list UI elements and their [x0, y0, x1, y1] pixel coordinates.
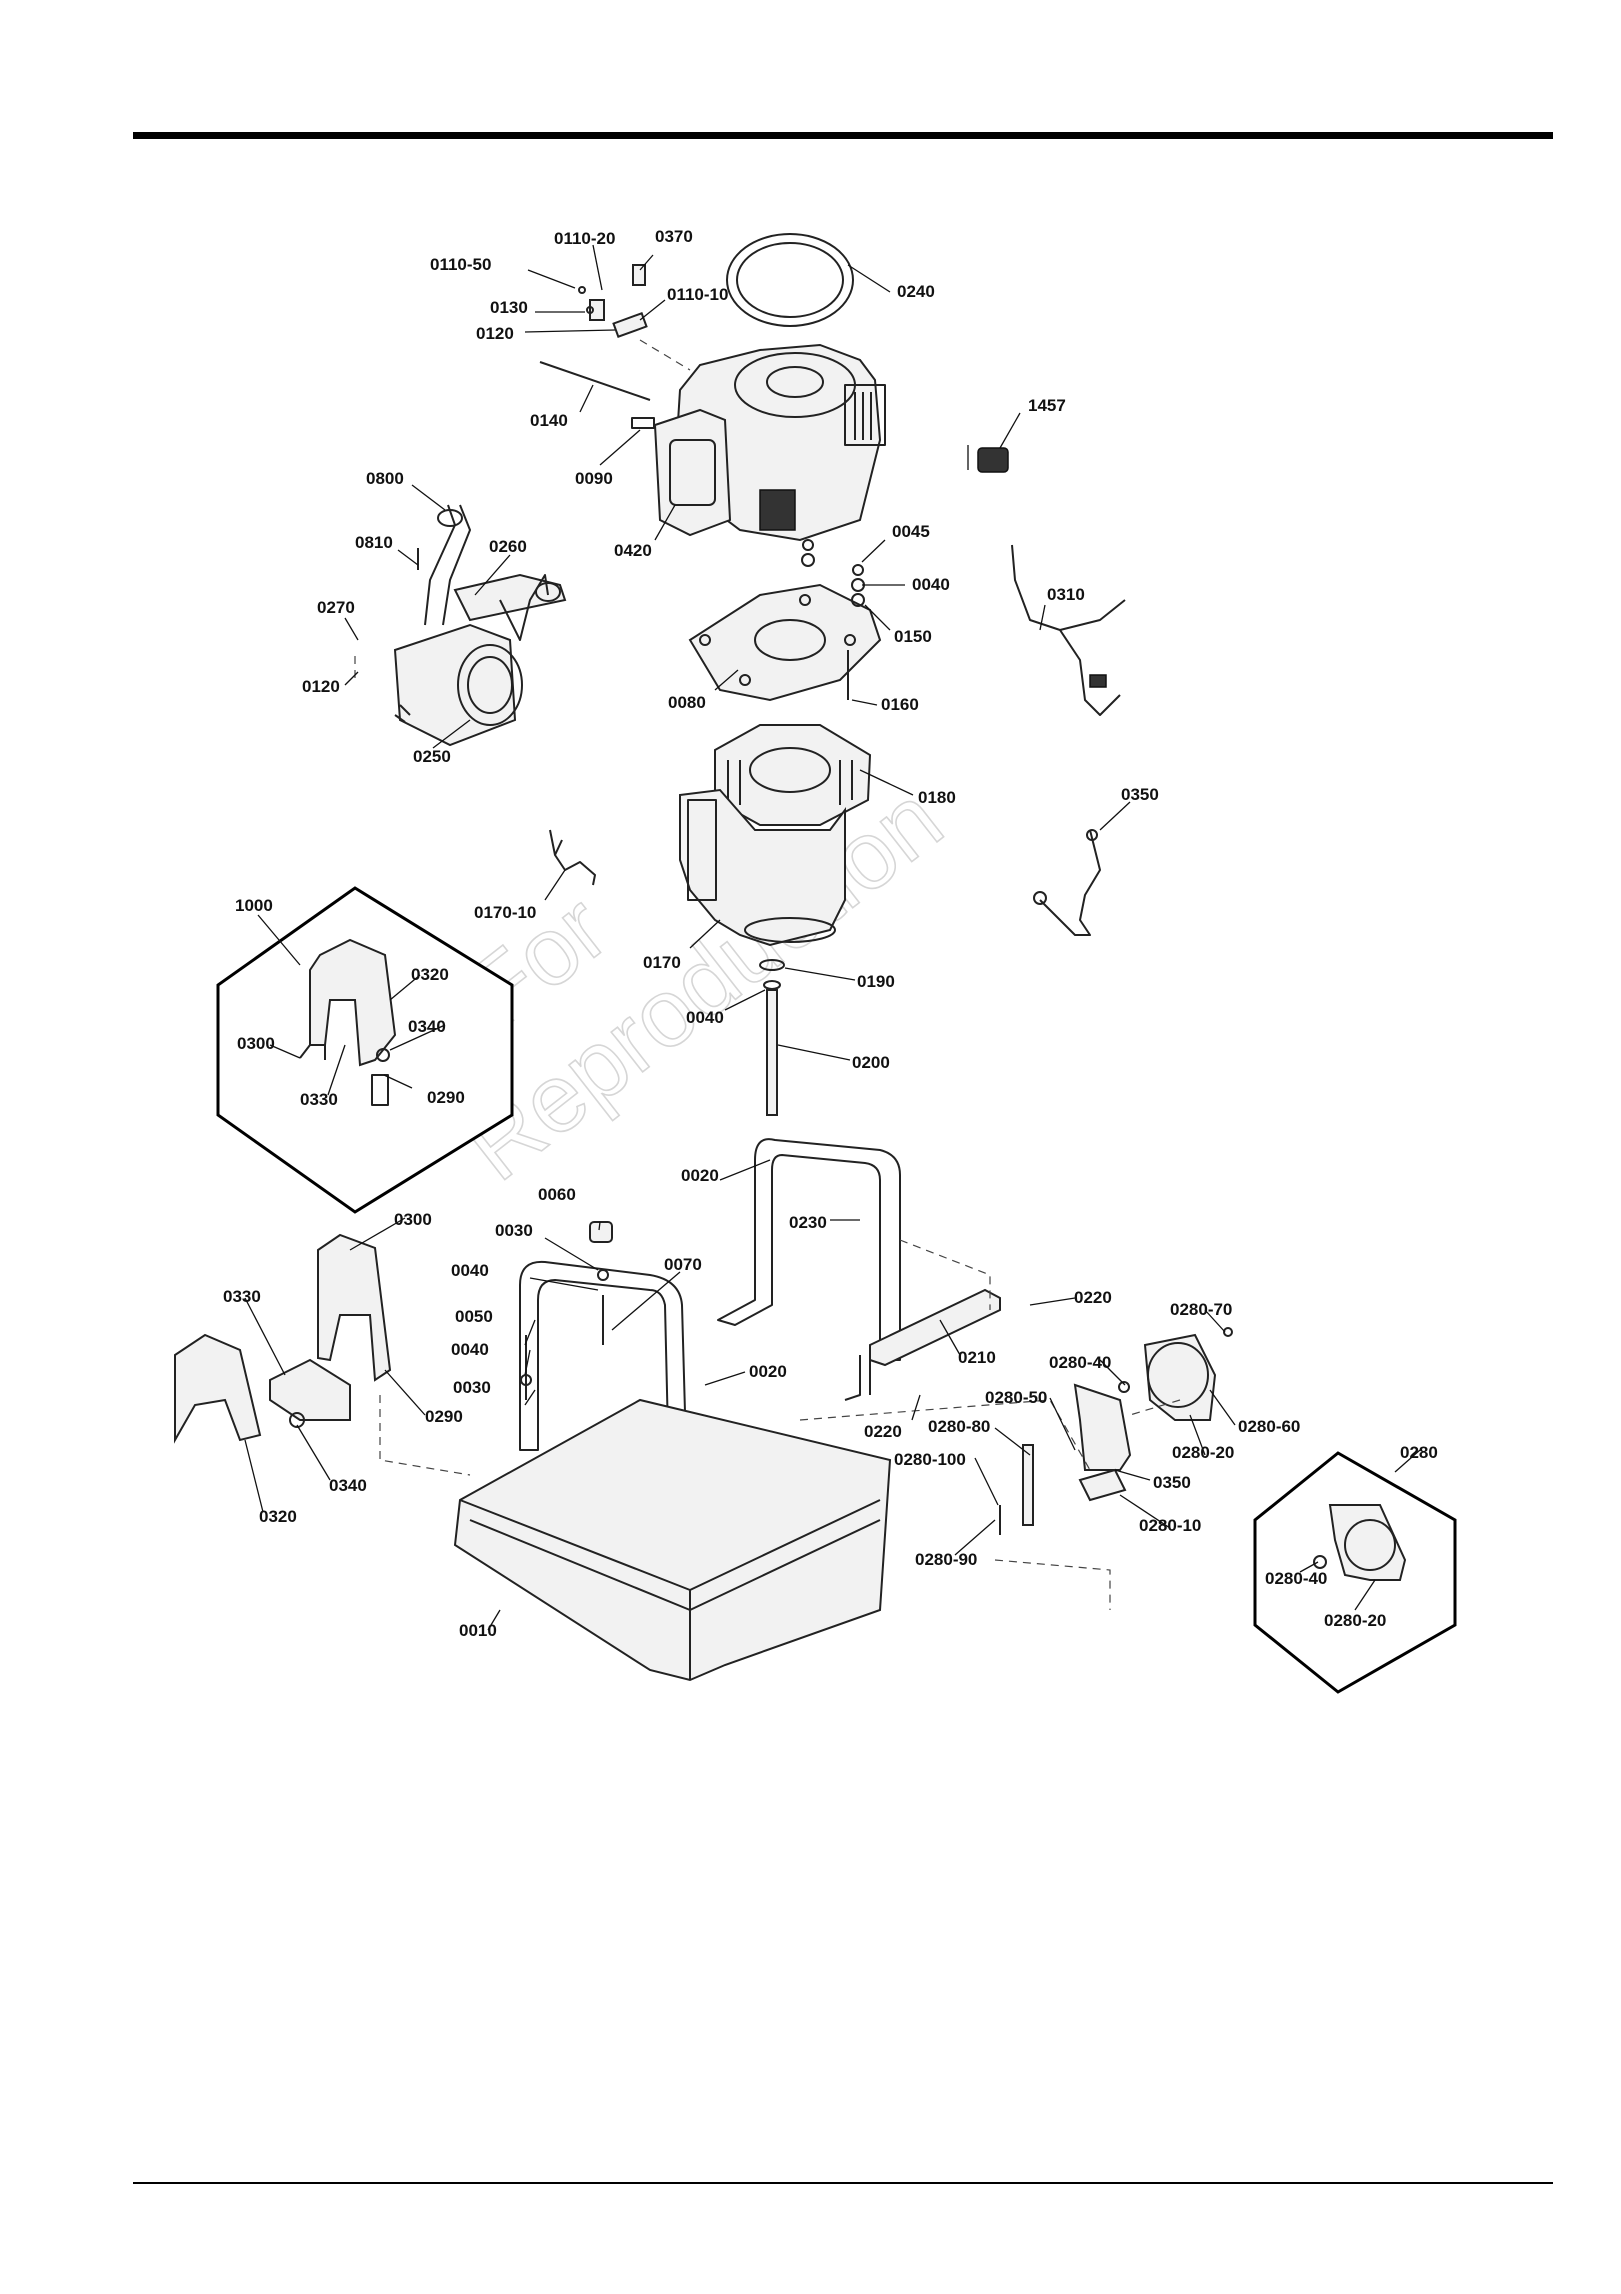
callout-0030-upper: 0030	[495, 1221, 533, 1240]
callout-0370: 0370	[655, 227, 693, 246]
callout-0350: 0350	[1153, 1473, 1191, 1492]
callout-0030-lower: 0030	[453, 1378, 491, 1397]
throttle-bracket-part	[578, 264, 648, 338]
callout-0320: 0320	[259, 1507, 297, 1526]
engine-part	[539, 343, 886, 542]
callout-0180: 0180	[918, 788, 956, 807]
callout-0230: 0230	[789, 1213, 827, 1232]
callout-0240: 0240	[897, 282, 935, 301]
regulator-part	[999, 1327, 1233, 1535]
crossbar-part	[844, 1288, 1001, 1401]
callout-0090: 0090	[575, 469, 613, 488]
callout-0110-20: 0110-20	[554, 229, 615, 248]
callout-0020-rear: 0020	[681, 1166, 719, 1185]
callout-0120: 0120	[476, 324, 514, 343]
lead-wire-part	[549, 829, 596, 886]
callout-0040-mid: 0040	[686, 1008, 724, 1027]
callout-0260: 0260	[489, 537, 527, 556]
callout-0130: 0130	[490, 298, 528, 317]
callout-0300: 0300	[394, 1210, 432, 1229]
callout-0420: 0420	[614, 541, 652, 560]
callout-0200: 0200	[852, 1053, 890, 1072]
callout-0170: 0170	[643, 953, 681, 972]
callout-0045: 0045	[892, 522, 930, 541]
cable-part	[1033, 829, 1101, 936]
callout-0140: 0140	[530, 411, 568, 430]
assembly-dash-lines	[354, 339, 1181, 1610]
detail-hexagon-1000	[216, 886, 514, 1214]
callout-0150: 0150	[894, 627, 932, 646]
callout-0050: 0050	[455, 1307, 493, 1326]
callout-0810: 0810	[355, 533, 393, 552]
through-bolt-part	[759, 959, 785, 1116]
muffler-part	[393, 504, 567, 747]
callout-0280-10: 0280-10	[1139, 1516, 1201, 1535]
callout-0160: 0160	[881, 695, 919, 714]
callout-0020-front: 0020	[749, 1362, 787, 1381]
callout-0280-40: 0280-40	[1049, 1353, 1111, 1372]
callout-0040-top: 0040	[912, 575, 950, 594]
wire-harness-part	[1011, 544, 1126, 716]
callout-0280-60: 0280-60	[1238, 1417, 1300, 1436]
callout-0120-muffler: 0120	[302, 677, 340, 696]
frame-hardware-part	[520, 1221, 613, 1400]
callout-0220-left: 0220	[864, 1422, 902, 1441]
callout-0800: 0800	[366, 469, 404, 488]
callout-0280-40-detail: 0280-40	[1265, 1569, 1327, 1588]
callout-0220-right: 0220	[1074, 1288, 1112, 1307]
callout-0330-detail: 0330	[300, 1090, 338, 1109]
base-frame-part	[453, 1398, 892, 1682]
alternator-part	[679, 724, 872, 947]
callout-1457: 1457	[1028, 396, 1066, 415]
callout-labels: 0110-20 0370 0110-50 0240 0130 0110-10 0…	[223, 227, 1438, 1640]
callout-0040-frame-upper: 0040	[451, 1261, 489, 1280]
callout-0210: 0210	[958, 1348, 996, 1367]
callout-0190: 0190	[857, 972, 895, 991]
callout-0250: 0250	[413, 747, 451, 766]
header-rule	[133, 132, 1553, 139]
leader-lines	[244, 244, 1421, 1631]
callout-0040-frame-lower: 0040	[451, 1340, 489, 1359]
callout-0270: 0270	[317, 598, 355, 617]
callout-0170-10: 0170-10	[474, 903, 536, 922]
callout-0110-10: 0110-10	[667, 285, 728, 304]
detail-hexagon-0280	[1253, 1451, 1457, 1694]
callout-0320-detail: 0320	[411, 965, 449, 984]
callout-0300-detail: 0300	[237, 1034, 275, 1053]
gasket-ring-part	[726, 233, 854, 327]
callout-0280: 0280	[1400, 1443, 1438, 1462]
callout-0280-50: 0280-50	[985, 1388, 1047, 1407]
callout-0110-50: 0110-50	[430, 255, 491, 274]
callout-0340-detail: 0340	[408, 1017, 446, 1036]
vibration-mount-part	[174, 1233, 392, 1444]
callout-0330: 0330	[223, 1287, 261, 1306]
callout-0280-20-detail: 0280-20	[1324, 1611, 1386, 1630]
callout-0060: 0060	[538, 1185, 576, 1204]
switch-part	[967, 445, 1009, 473]
callout-0350-cable: 0350	[1121, 785, 1159, 804]
callout-0280-90: 0280-90	[915, 1550, 977, 1569]
callout-0280-70: 0280-70	[1170, 1300, 1232, 1319]
callout-0010: 0010	[459, 1621, 497, 1640]
callout-0080: 0080	[668, 693, 706, 712]
callout-0290: 0290	[425, 1407, 463, 1426]
callout-0310: 0310	[1047, 585, 1085, 604]
callout-0290-detail: 0290	[427, 1088, 465, 1107]
callout-0280-100: 0280-100	[894, 1450, 966, 1469]
callout-0070: 0070	[664, 1255, 702, 1274]
callout-0280-80: 0280-80	[928, 1417, 990, 1436]
callout-0340: 0340	[329, 1476, 367, 1495]
callout-0280-20: 0280-20	[1172, 1443, 1234, 1462]
footer-rule	[133, 2182, 1553, 2184]
callout-1000: 1000	[235, 896, 273, 915]
